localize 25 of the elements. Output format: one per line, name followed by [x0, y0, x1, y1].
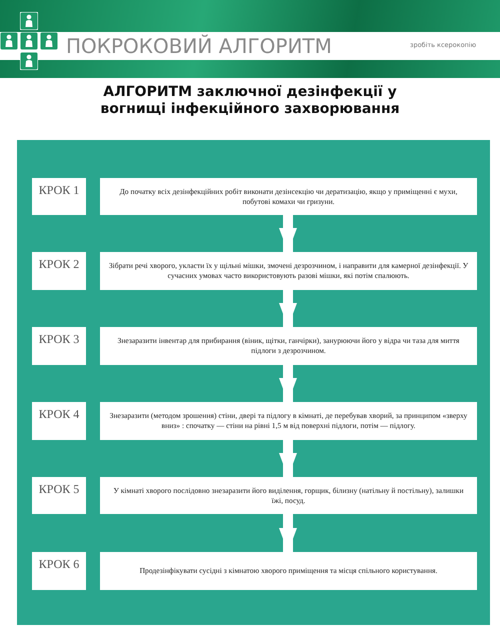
arrow [279, 365, 297, 402]
arrow [279, 215, 297, 252]
title: АЛГОРИТМ заключної дезінфекції у вогнищі інфекційного захворювання [100, 84, 400, 118]
step-box [32, 327, 86, 365]
step-label: КРОК 4 [38, 407, 80, 422]
step-label: КРОК 1 [38, 183, 80, 198]
process-box [100, 552, 477, 590]
step-box [32, 178, 86, 215]
section-heading: ПОКРОКОВИЙ АЛГОРИТМ [66, 34, 332, 58]
process-box [100, 178, 477, 215]
step-box [32, 477, 86, 514]
step-label: КРОК 2 [38, 257, 80, 272]
process-box [100, 477, 477, 514]
process-box [100, 327, 477, 365]
step-box [32, 252, 86, 290]
step-box [32, 552, 86, 590]
step-box [32, 402, 86, 440]
arrow [279, 440, 297, 477]
arrow [279, 290, 297, 327]
process-box [100, 252, 477, 290]
arrow [279, 514, 297, 552]
step-label: КРОК 6 [38, 557, 80, 572]
step-label: КРОК 5 [38, 482, 80, 497]
process-box [100, 402, 477, 440]
step-label: КРОК 3 [38, 332, 80, 347]
